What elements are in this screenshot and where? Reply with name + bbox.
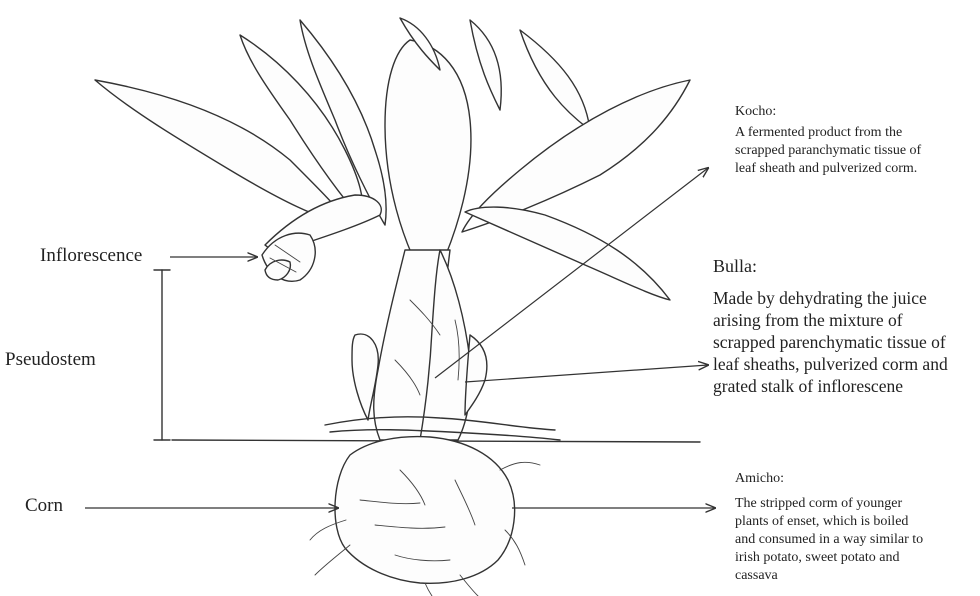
kocho-arrow	[435, 168, 708, 378]
leaf-right-upper	[520, 30, 590, 130]
bulla-arrow	[465, 365, 708, 382]
leaves	[95, 18, 690, 300]
amicho-title: Amicho:	[735, 471, 784, 487]
bulla-title: Bulla:	[713, 256, 757, 277]
pseudostem-scale-bar	[154, 270, 170, 440]
amicho-description: The stripped corm of younger plants of e…	[735, 495, 923, 585]
kocho-title: Kocho:	[735, 104, 776, 120]
pseudostem-shape	[325, 250, 560, 440]
bulla-description: Made by dehydrating the juice arising fr…	[713, 287, 948, 397]
corm	[310, 437, 540, 596]
kocho-description: A fermented product from the scrapped pa…	[735, 124, 921, 178]
inflorescence-label: Inflorescence	[40, 245, 142, 267]
corn-label: Corn	[25, 495, 63, 517]
leaf-top-right	[470, 20, 501, 110]
pseudostem-label: Pseudostem	[5, 349, 96, 371]
